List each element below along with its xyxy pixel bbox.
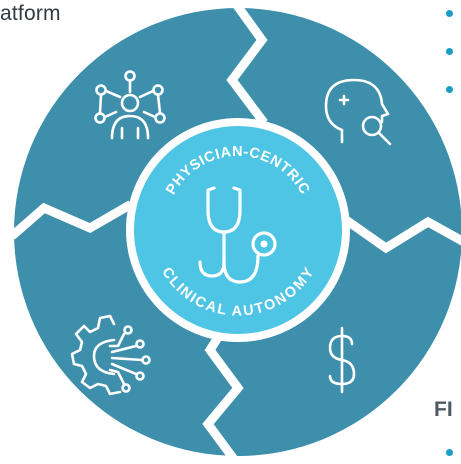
bullet-2 [446,48,453,55]
header-partial-text: atform [0,2,61,25]
dollar-icon [328,326,356,394]
center-disc [134,126,342,334]
head-magnifier-icon [324,78,392,146]
bullet-3 [446,86,453,93]
stethoscope-icon [198,186,277,284]
side-heading-partial: FI [434,398,453,421]
bullet-1 [446,10,453,17]
network-people-icon [94,70,166,140]
gear-circuit-icon [70,314,151,396]
separator-bottom [202,319,244,464]
bullet-4 [446,449,453,456]
